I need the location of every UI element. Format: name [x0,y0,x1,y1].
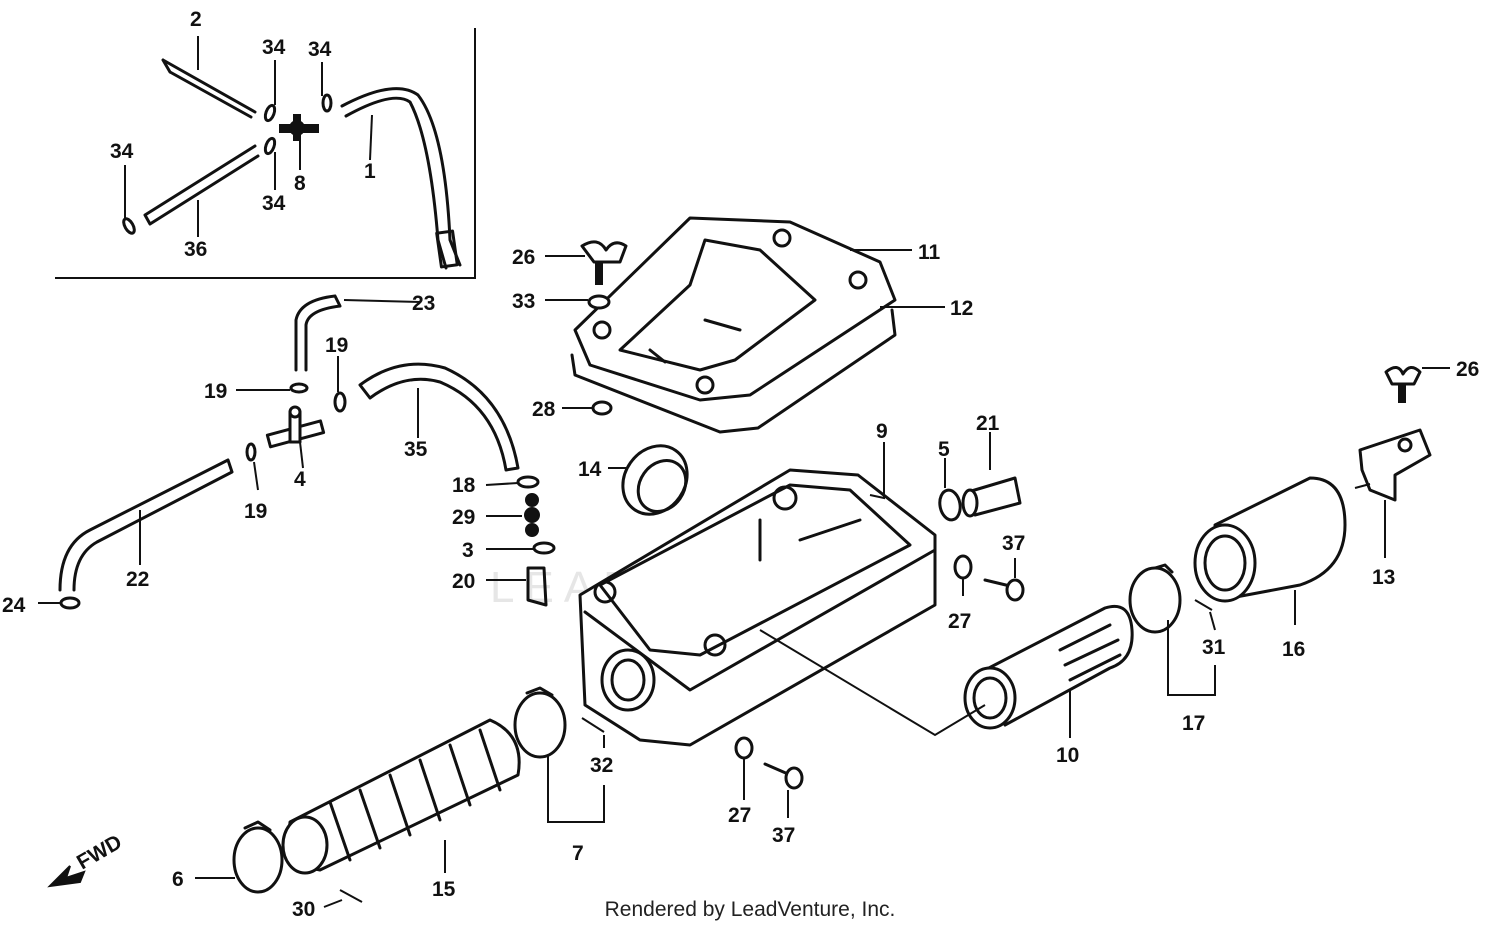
callout-32: 32 [590,754,613,777]
wing-bolt-26-right [1384,366,1422,403]
callout-19: 19 [204,380,227,403]
tube-35 [358,362,520,472]
breather-tube-36 [143,144,260,226]
callout-29: 29 [452,506,475,529]
callout-23: 23 [412,292,435,315]
callout-28: 28 [532,398,556,421]
gasket-12 [570,308,897,434]
callout-18: 18 [452,474,476,497]
callout-10: 10 [1056,744,1079,767]
callout-14: 14 [578,458,602,481]
callout-8: 8 [294,172,306,195]
callout-22: 22 [126,568,149,591]
fwd-label: FWD [73,830,126,874]
callout-19: 19 [325,334,348,357]
bolt-37-lower [763,762,804,790]
grommet-28 [591,400,613,416]
band-6 [938,488,962,522]
callout-7: 7 [572,842,584,865]
callout-5: 5 [938,438,950,461]
band-17 [1128,563,1182,634]
callout-13: 13 [1372,566,1395,589]
tube-23 [294,294,342,372]
clips-19 [245,382,347,462]
callout-12: 12 [950,297,973,320]
callout-19: 19 [244,500,267,523]
callout-33: 33 [512,290,535,313]
callout-34: 34 [262,192,286,215]
footer-credit: Rendered by LeadVenture, Inc. [604,898,896,921]
screw-31 [1194,599,1213,611]
callout-15: 15 [432,878,456,901]
callout-37: 37 [772,824,795,847]
callout-27: 27 [728,804,751,827]
callout-3: 3 [462,539,474,562]
cover-11 [573,216,897,402]
callout-16: 16 [1282,638,1305,661]
callout-4: 4 [294,468,306,491]
callout-34: 34 [110,140,134,163]
element-10 [963,604,1134,730]
wing-bolt-26-top [580,240,628,285]
case-18 [1193,476,1347,603]
breather-tube-1 [340,87,462,270]
washer-33 [587,294,611,310]
callout-34: 34 [308,38,332,61]
screw-30 [339,889,363,903]
leader-lines [38,36,1450,908]
callout-2: 2 [190,8,202,31]
callout-1: 1 [364,160,376,183]
callout-31: 31 [1202,636,1226,659]
callout-34: 34 [262,36,286,59]
callout-30: 30 [292,898,315,921]
inset-border [55,28,476,279]
joint-8 [279,114,319,141]
callout-24: 24 [2,594,26,617]
callout-9: 9 [876,420,888,443]
collar-27-lower [734,736,754,760]
callout-21: 21 [976,412,1000,435]
screw-32 [581,717,605,733]
bracket-13 [1354,428,1432,502]
callout-26: 26 [512,246,535,269]
callout-numbers: 2 34 34 34 34 8 1 36 26 33 28 11 12 23 1… [2,8,1479,921]
collar-27-right [953,554,973,580]
joint-4 [265,405,326,449]
clip-24 [59,596,81,610]
band-7 [513,686,567,759]
clips-34 [122,93,333,235]
band-6-lower [232,820,284,894]
callout-26: 26 [1456,358,1479,381]
tube-22 [58,458,234,592]
breather-tube-2 [161,58,257,119]
fwd-arrow-icon: FWD [47,830,126,888]
air-cleaner-case-9 [578,468,937,747]
callout-20: 20 [452,570,475,593]
callout-36: 36 [184,238,207,261]
callout-6: 6 [172,868,184,891]
drain-parts [516,475,556,607]
callout-17: 17 [1182,712,1205,735]
callout-27: 27 [948,610,971,633]
grommet-14 [621,444,689,516]
bolt-37-right [983,578,1025,602]
boot-15 [281,718,521,875]
callout-11: 11 [918,241,941,264]
tube-21 [961,476,1022,518]
callout-35: 35 [404,438,428,461]
callout-37: 37 [1002,532,1025,555]
